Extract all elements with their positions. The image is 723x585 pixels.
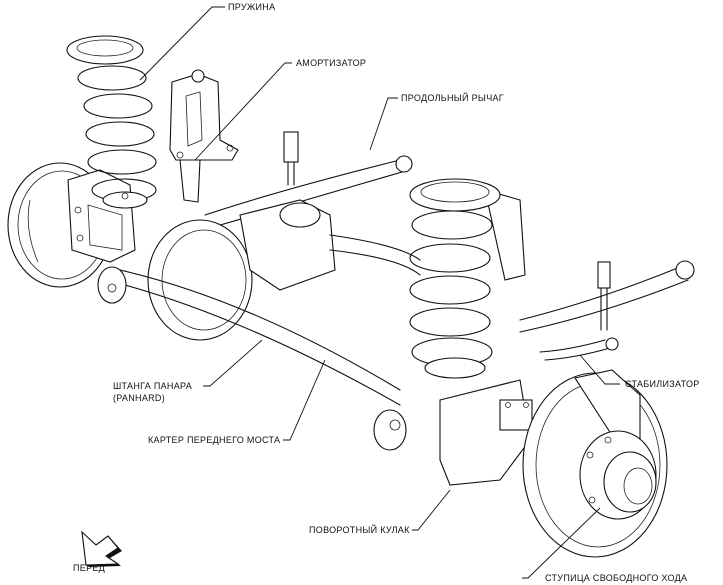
label-stabilizer: СТАБИЛИЗАТОР: [625, 379, 700, 389]
right-radius-arm: [519, 260, 695, 333]
label-axle-housing: КАРТЕР ПЕРЕДНЕГО МОСТА: [148, 435, 281, 445]
arrow-down-left-icon: [81, 530, 122, 567]
label-panhard-rod: ШТАНГА ПАНАРА: [113, 381, 193, 391]
panhard-rod: [97, 266, 407, 451]
leader-lines: [139, 6, 620, 579]
axle-housing: [147, 199, 421, 341]
left-radius-arm: [204, 131, 413, 229]
label-spring: ПРУЖИНА: [228, 2, 276, 12]
label-steering-knuckle: ПОВОРОТНЫЙ КУЛАК: [309, 525, 410, 535]
stabilizer-bar: [539, 337, 619, 361]
label-panhard-rod-latin: (PANHARD): [113, 393, 166, 403]
label-shock-absorber: АМОРТИЗАТОР: [296, 58, 367, 68]
label-front: ПЕРЕД: [73, 563, 106, 573]
left-coil-spring: [66, 35, 157, 209]
right-knuckle: [439, 379, 533, 486]
label-radius-arm: ПРОДОЛЬНЫЙ РЫЧАГ: [401, 93, 504, 103]
label-free-wheel-hub: СТУПИЦА СВОБОДНОГО ХОДА: [545, 573, 688, 583]
left-knuckle: [67, 169, 136, 263]
shock-absorber: [169, 69, 239, 203]
free-wheel-hub: [579, 430, 657, 520]
right-coil-spring: [409, 178, 526, 379]
